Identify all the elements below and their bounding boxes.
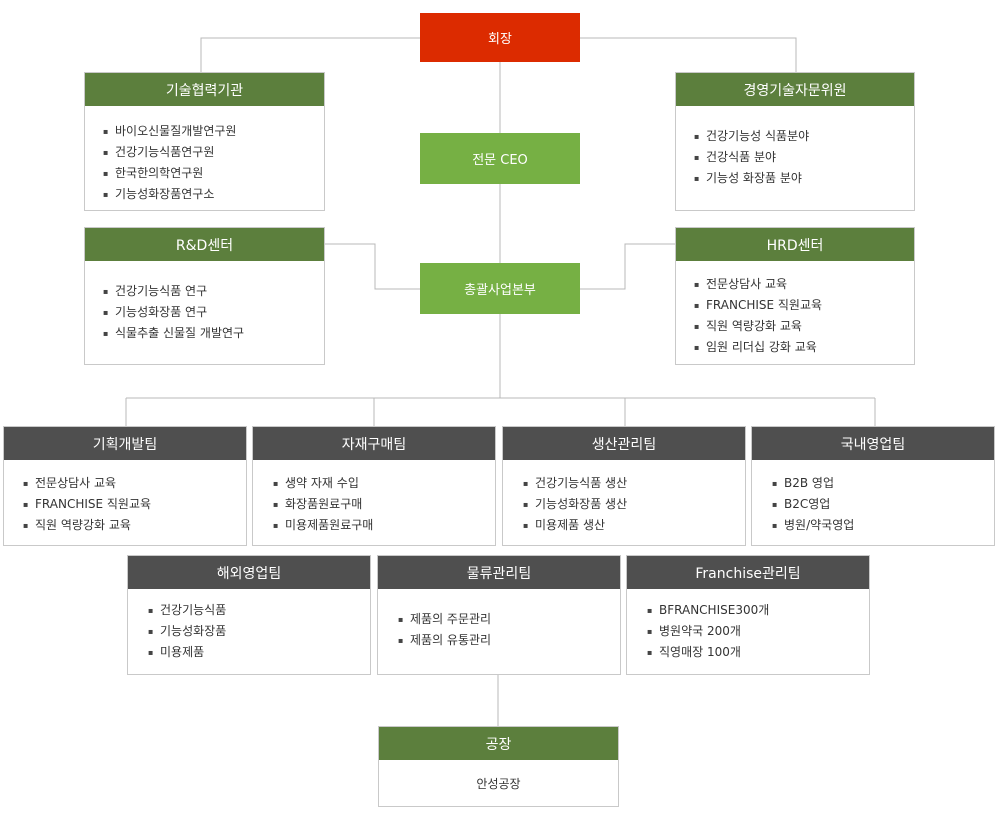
list-item: 병원약국 200개 [647, 621, 869, 642]
rnd-card: R&D센터 건강기능식품 연구 기능성화장품 연구 식물추출 신물질 개발연구 [84, 227, 325, 365]
rnd-title: R&D센터 [85, 228, 324, 261]
team-list: 생약 자재 수입 화장품원료구매 미용제품원료구매 [253, 460, 495, 536]
team-purchasing-card: 자재구매팀 생약 자재 수입 화장품원료구매 미용제품원료구매 [252, 426, 496, 546]
list-item: 병원/약국영업 [772, 515, 994, 536]
list-item: 직원 역량강화 교육 [694, 316, 914, 337]
advisory-card: 경영기술자문위원 건강기능성 식품분야 건강식품 분야 기능성 화장품 분야 [675, 72, 915, 211]
team-title: 기획개발팀 [4, 427, 246, 460]
hrd-card: HRD센터 전문상담사 교육 FRANCHISE 직원교육 직원 역량강화 교육… [675, 227, 915, 365]
factory-name: 안성공장 [476, 776, 521, 791]
list-item: 한국한의학연구원 [103, 163, 324, 184]
list-item: 건강기능식품 생산 [523, 473, 745, 494]
list-item: FRANCHISE 직원교육 [23, 494, 246, 515]
list-item: 제품의 유통관리 [398, 630, 620, 651]
team-list: 전문상담사 교육 FRANCHISE 직원교육 직원 역량강화 교육 [4, 460, 246, 536]
list-item: 건강식품 분야 [694, 147, 914, 168]
list-item: 기능성화장품연구소 [103, 184, 324, 205]
list-item: 생약 자재 수입 [273, 473, 495, 494]
list-item: BFRANCHISE300개 [647, 600, 869, 621]
team-list: 제품의 주문관리 제품의 유통관리 [378, 589, 620, 651]
list-item: B2C영업 [772, 494, 994, 515]
chairman-box: 회장 [420, 13, 580, 62]
advisory-list: 건강기능성 식품분야 건강식품 분야 기능성 화장품 분야 [676, 106, 914, 189]
list-item: 미용제품 [148, 642, 370, 663]
list-item: 직원 역량강화 교육 [23, 515, 246, 536]
list-item: 미용제품원료구매 [273, 515, 495, 536]
team-title: 물류관리팀 [378, 556, 620, 589]
tech-coop-list: 바이오신물질개발연구원 건강기능식품연구원 한국한의학연구원 기능성화장품연구소 [85, 106, 324, 205]
team-overseas-sales-card: 해외영업팀 건강기능식품 기능성화장품 미용제품 [127, 555, 371, 675]
factory-card: 공장 안성공장 [378, 726, 619, 807]
tech-coop-title: 기술협력기관 [85, 73, 324, 106]
list-item: B2B 영업 [772, 473, 994, 494]
team-list: B2B 영업 B2C영업 병원/약국영업 [752, 460, 994, 536]
hq-box: 총괄사업본부 [420, 263, 580, 314]
team-list: 건강기능식품 생산 기능성화장품 생산 미용제품 생산 [503, 460, 745, 536]
list-item: 바이오신물질개발연구원 [103, 121, 324, 142]
team-production-card: 생산관리팀 건강기능식품 생산 기능성화장품 생산 미용제품 생산 [502, 426, 746, 546]
list-item: FRANCHISE 직원교육 [694, 295, 914, 316]
tech-coop-card: 기술협력기관 바이오신물질개발연구원 건강기능식품연구원 한국한의학연구원 기능… [84, 72, 325, 211]
list-item: 제품의 주문관리 [398, 609, 620, 630]
list-item: 임원 리더십 강화 교육 [694, 337, 914, 358]
list-item: 전문상담사 교육 [23, 473, 246, 494]
team-domestic-sales-card: 국내영업팀 B2B 영업 B2C영업 병원/약국영업 [751, 426, 995, 546]
list-item: 전문상담사 교육 [694, 274, 914, 295]
team-title: 국내영업팀 [752, 427, 994, 460]
list-item: 식물추출 신물질 개발연구 [103, 323, 324, 344]
advisory-title: 경영기술자문위원 [676, 73, 914, 106]
list-item: 화장품원료구매 [273, 494, 495, 515]
team-list: 건강기능식품 기능성화장품 미용제품 [128, 589, 370, 663]
list-item: 직영매장 100개 [647, 642, 869, 663]
team-title: Franchise관리팀 [627, 556, 869, 589]
team-title: 자재구매팀 [253, 427, 495, 460]
rnd-list: 건강기능식품 연구 기능성화장품 연구 식물추출 신물질 개발연구 [85, 261, 324, 344]
list-item: 건강기능식품 연구 [103, 281, 324, 302]
team-list: BFRANCHISE300개 병원약국 200개 직영매장 100개 [627, 589, 869, 663]
hrd-list: 전문상담사 교육 FRANCHISE 직원교육 직원 역량강화 교육 임원 리더… [676, 261, 914, 358]
list-item: 건강기능성 식품분야 [694, 126, 914, 147]
chairman-label: 회장 [488, 32, 512, 47]
team-franchise-card: Franchise관리팀 BFRANCHISE300개 병원약국 200개 직영… [626, 555, 870, 675]
list-item: 미용제품 생산 [523, 515, 745, 536]
team-title: 생산관리팀 [503, 427, 745, 460]
team-logistics-card: 물류관리팀 제품의 주문관리 제품의 유통관리 [377, 555, 621, 675]
list-item: 기능성화장품 연구 [103, 302, 324, 323]
hrd-title: HRD센터 [676, 228, 914, 261]
ceo-label: 전문 CEO [472, 153, 528, 168]
list-item: 기능성화장품 생산 [523, 494, 745, 515]
team-planning-card: 기획개발팀 전문상담사 교육 FRANCHISE 직원교육 직원 역량강화 교육 [3, 426, 247, 546]
factory-title: 공장 [379, 727, 618, 760]
ceo-box: 전문 CEO [420, 133, 580, 184]
hq-label: 총괄사업본부 [464, 283, 536, 298]
list-item: 기능성 화장품 분야 [694, 168, 914, 189]
team-title: 해외영업팀 [128, 556, 370, 589]
list-item: 건강기능식품연구원 [103, 142, 324, 163]
list-item: 건강기능식품 [148, 600, 370, 621]
list-item: 기능성화장품 [148, 621, 370, 642]
